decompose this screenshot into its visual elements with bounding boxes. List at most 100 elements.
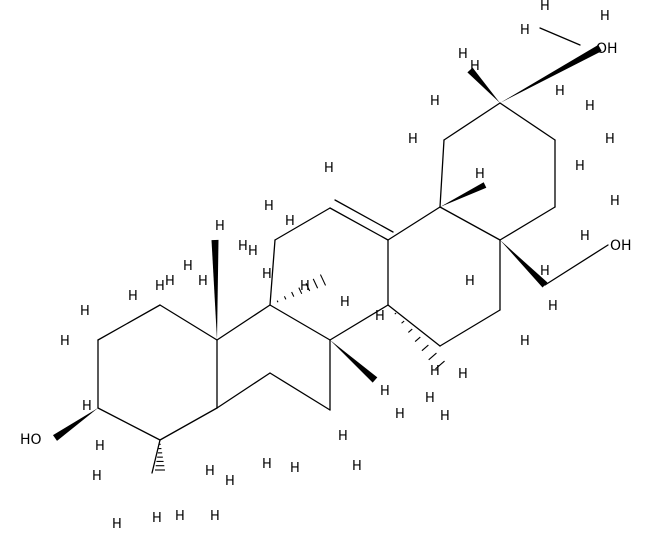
hydrogen-label: H bbox=[60, 334, 70, 349]
hydrogen-label: H bbox=[324, 161, 334, 176]
hydroxyl-label-top: OH bbox=[596, 41, 618, 57]
bond-line bbox=[216, 372, 271, 409]
hydrogen-label: H bbox=[352, 459, 362, 474]
bond-line bbox=[499, 206, 556, 241]
stereo-hash bbox=[298, 287, 303, 295]
hydrogen-label: H bbox=[475, 167, 485, 182]
hydrogen-label: H bbox=[540, 264, 550, 279]
stereo-hash bbox=[414, 336, 421, 342]
stereo-wedge bbox=[500, 240, 548, 288]
hydrogen-label: H bbox=[555, 84, 565, 99]
hydroxyl-label-left: HO bbox=[20, 432, 42, 448]
hydrogen-label: H bbox=[408, 132, 418, 147]
heteroatom-labels: OH OH HO bbox=[20, 41, 632, 448]
hydrogen-label: H bbox=[605, 132, 615, 147]
hydrogen-label: H bbox=[548, 299, 558, 314]
hydrogen-label: H bbox=[262, 267, 272, 282]
hydrogen-label: H bbox=[375, 309, 385, 324]
hydrogen-label: H bbox=[300, 279, 310, 294]
hydrogen-label: H bbox=[430, 364, 440, 379]
hydrogen-label: H bbox=[183, 259, 193, 274]
hydrogen-label: H bbox=[205, 464, 215, 479]
stereo-wedge bbox=[330, 340, 378, 383]
hydrogen-label: H bbox=[440, 409, 450, 424]
hydrogen-label: H bbox=[82, 399, 92, 414]
hydrogen-label: H bbox=[238, 239, 248, 254]
bond-line bbox=[443, 102, 501, 141]
bond-line bbox=[159, 407, 218, 441]
bond-lines bbox=[97, 27, 609, 474]
hydrogen-label: H bbox=[585, 99, 595, 114]
hydrogen-label: H bbox=[430, 94, 440, 109]
stereo-hash bbox=[421, 344, 429, 352]
hydrogen-label: H bbox=[465, 274, 475, 289]
bond-line bbox=[539, 27, 581, 46]
stereo-wedge bbox=[211, 239, 219, 340]
hydrogen-label: H bbox=[198, 274, 208, 289]
hydrogen-label: H bbox=[262, 457, 272, 472]
stereo-hash bbox=[401, 320, 405, 324]
bond-line bbox=[97, 304, 161, 341]
stereo-hash bbox=[276, 300, 279, 303]
bond-line bbox=[159, 304, 218, 341]
bond-line bbox=[216, 304, 271, 341]
hydrogen-label: H bbox=[215, 219, 225, 234]
hydrogen-label: H bbox=[92, 469, 102, 484]
hydrogen-label: H bbox=[152, 511, 162, 526]
hydrogen-label: H bbox=[340, 295, 350, 310]
hydrogen-label: H bbox=[290, 461, 300, 476]
hydrogen-label: H bbox=[210, 509, 220, 524]
bond-line bbox=[439, 139, 445, 208]
double-bond-line bbox=[329, 207, 389, 241]
stereo-wedge bbox=[52, 408, 98, 441]
stereo-hash bbox=[283, 296, 287, 300]
hydrogen-label: H bbox=[264, 199, 274, 214]
bond-line bbox=[439, 206, 501, 241]
hydrogen-label: H bbox=[248, 244, 258, 259]
hydrogen-label: H bbox=[575, 159, 585, 174]
hydrogen-label: H bbox=[225, 474, 235, 489]
bond-line bbox=[151, 439, 161, 474]
stereo-hash bbox=[305, 283, 311, 292]
stereo-wedges bbox=[52, 44, 602, 471]
bond-line bbox=[274, 207, 331, 241]
stereo-hash bbox=[319, 274, 327, 286]
hydrogen-label: H bbox=[520, 23, 530, 38]
hydrogen-label: H bbox=[338, 429, 348, 444]
double-bond-line bbox=[334, 199, 394, 233]
stereo-hash bbox=[312, 278, 319, 289]
hydrogen-label: H bbox=[425, 391, 435, 406]
hydrogen-label: H bbox=[80, 304, 90, 319]
bond-line bbox=[269, 372, 331, 411]
hydrogen-label: H bbox=[470, 59, 480, 74]
stereo-wedge bbox=[467, 67, 500, 103]
bond-line bbox=[329, 304, 389, 341]
hydrogen-label: H bbox=[175, 509, 185, 524]
hydrogen-label: H bbox=[165, 274, 175, 289]
hydrogen-label: H bbox=[155, 279, 165, 294]
hydrogen-label: H bbox=[395, 407, 405, 422]
hydrogen-label: H bbox=[540, 0, 550, 14]
hydrogen-label: H bbox=[520, 334, 530, 349]
bond-line bbox=[387, 206, 441, 241]
hydrogen-label: H bbox=[600, 9, 610, 24]
hydrogen-label: H bbox=[580, 229, 590, 244]
hydrogen-label: H bbox=[380, 384, 390, 399]
bond-line bbox=[269, 239, 276, 306]
stereo-hash bbox=[407, 328, 413, 333]
bond-line bbox=[499, 102, 556, 141]
stereo-hash bbox=[428, 352, 437, 361]
stereo-hash bbox=[394, 312, 397, 315]
stereo-hash bbox=[435, 360, 445, 370]
hydrogen-label: H bbox=[458, 367, 468, 382]
hydrogen-label: H bbox=[128, 289, 138, 304]
hydroxyl-label-right: OH bbox=[610, 238, 632, 254]
stereo-wedge bbox=[500, 44, 602, 103]
hydrogen-label: H bbox=[610, 194, 620, 209]
stereo-wedge bbox=[440, 182, 487, 207]
bond-line bbox=[269, 304, 331, 341]
hydrogen-label: H bbox=[95, 439, 105, 454]
bond-line bbox=[97, 407, 161, 441]
